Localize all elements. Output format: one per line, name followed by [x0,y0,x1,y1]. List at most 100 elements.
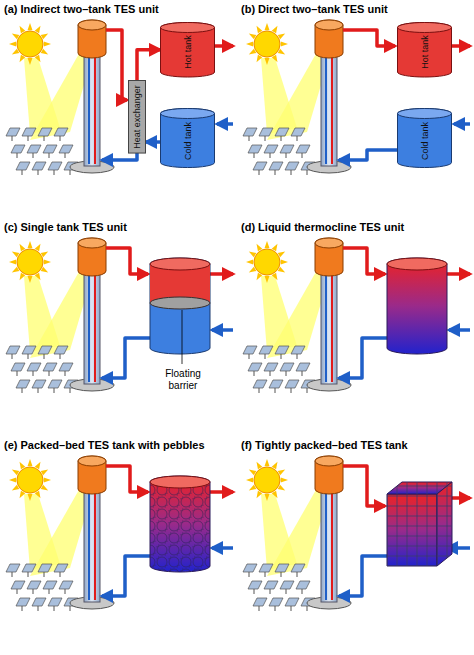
sun [17,249,43,275]
tower-pipe [325,56,327,164]
tower-pipe [331,56,333,164]
sun-ray [281,477,288,482]
packed-bed-tank [150,476,210,572]
heliostat [16,380,30,388]
sun-ray [264,276,269,283]
pipe [339,150,397,160]
heliostat [22,346,36,354]
heat-exchanger-box: Heat exchanger [128,80,146,154]
node-text: Hot tank [183,36,193,70]
tower-pipe [88,492,90,600]
tank-top [387,258,447,270]
callout-label: Floating barrier [152,368,214,391]
tank-top [161,23,215,33]
heliostat [32,380,46,388]
tank-top [398,109,452,119]
heliostat [243,128,257,136]
tank-upper [150,264,210,309]
heliostat [43,145,57,153]
heliostat [285,380,299,388]
pipe [217,122,233,126]
tower [321,272,337,384]
tank-top [150,476,210,488]
sun-ray [44,259,51,264]
pipe [106,248,148,274]
heliostat [6,128,20,136]
panel [243,238,470,393]
heliostat [11,581,25,589]
panel [243,456,470,611]
heliostat [296,581,310,589]
thermocline-tank [387,258,447,354]
receiver [315,20,343,58]
tank-lower [150,258,210,354]
heliostat [259,346,273,354]
reflected-beam [30,488,92,576]
sun-ray [9,477,16,482]
sun-ray [27,241,32,248]
panel-title: (e) Packed–bed TES tank with pebbles [4,439,205,451]
panel-title: (f) Tightly packed–bed TES tank [241,439,408,451]
heliostat [27,581,41,589]
sun-ray [27,459,32,466]
heliostat [259,564,273,572]
sun [254,31,280,57]
pipe [102,556,150,596]
panel-title: (a) Indirect two–tank TES unit [4,3,159,15]
tower-pipe [94,56,96,164]
sun-ray [27,23,32,30]
panel-title: (c) Single tank TES unit [4,221,127,233]
tower-pipe [331,274,333,382]
reflected-beam [267,270,329,358]
sun-ray [9,41,16,46]
heliostat [59,581,73,589]
heliostat [22,128,36,136]
heliostat [11,145,25,153]
heliostat [6,564,20,572]
tank-body [161,109,215,168]
tower [321,54,337,166]
heliostat [22,564,36,572]
heliostat [280,581,294,589]
pipe [106,466,148,492]
receiver-top [78,456,106,466]
receiver [315,238,343,276]
node-text: Cold tank [183,122,193,160]
storage-tank: Hot tank [160,22,215,78]
heliostat [243,564,257,572]
sun [17,467,43,493]
panel [6,20,233,175]
sun-ray [44,41,51,46]
sun [254,249,280,275]
sun-ray [44,477,51,482]
leader-line [182,310,183,364]
node-text: Heat exchanger [132,85,142,149]
cube-front [387,494,437,566]
tank-body [398,109,452,168]
heliostat [275,346,289,354]
reflected-beam [267,488,329,576]
heliostat [248,581,262,589]
panel-title: (b) Direct two–tank TES unit [241,3,388,15]
pipe [343,248,385,274]
reflected-beam [30,270,92,358]
storage-tank: Cold tank [397,108,452,168]
heliostat [32,162,46,170]
heliostat [264,145,278,153]
receiver-top [78,20,106,30]
reflected-beam [267,52,329,140]
heliostat [54,128,68,136]
pipe [343,30,395,46]
heliostat [248,145,262,153]
tower-pipe [325,492,327,600]
pipe [449,328,470,332]
sun [17,31,43,57]
receiver-top [315,20,343,30]
pebbles [150,476,210,572]
heliostat [48,598,62,606]
sun-ray [264,241,269,248]
heliostat [275,564,289,572]
heliostat [27,363,41,371]
panel-title: (d) Liquid thermocline TES unit [241,221,404,233]
